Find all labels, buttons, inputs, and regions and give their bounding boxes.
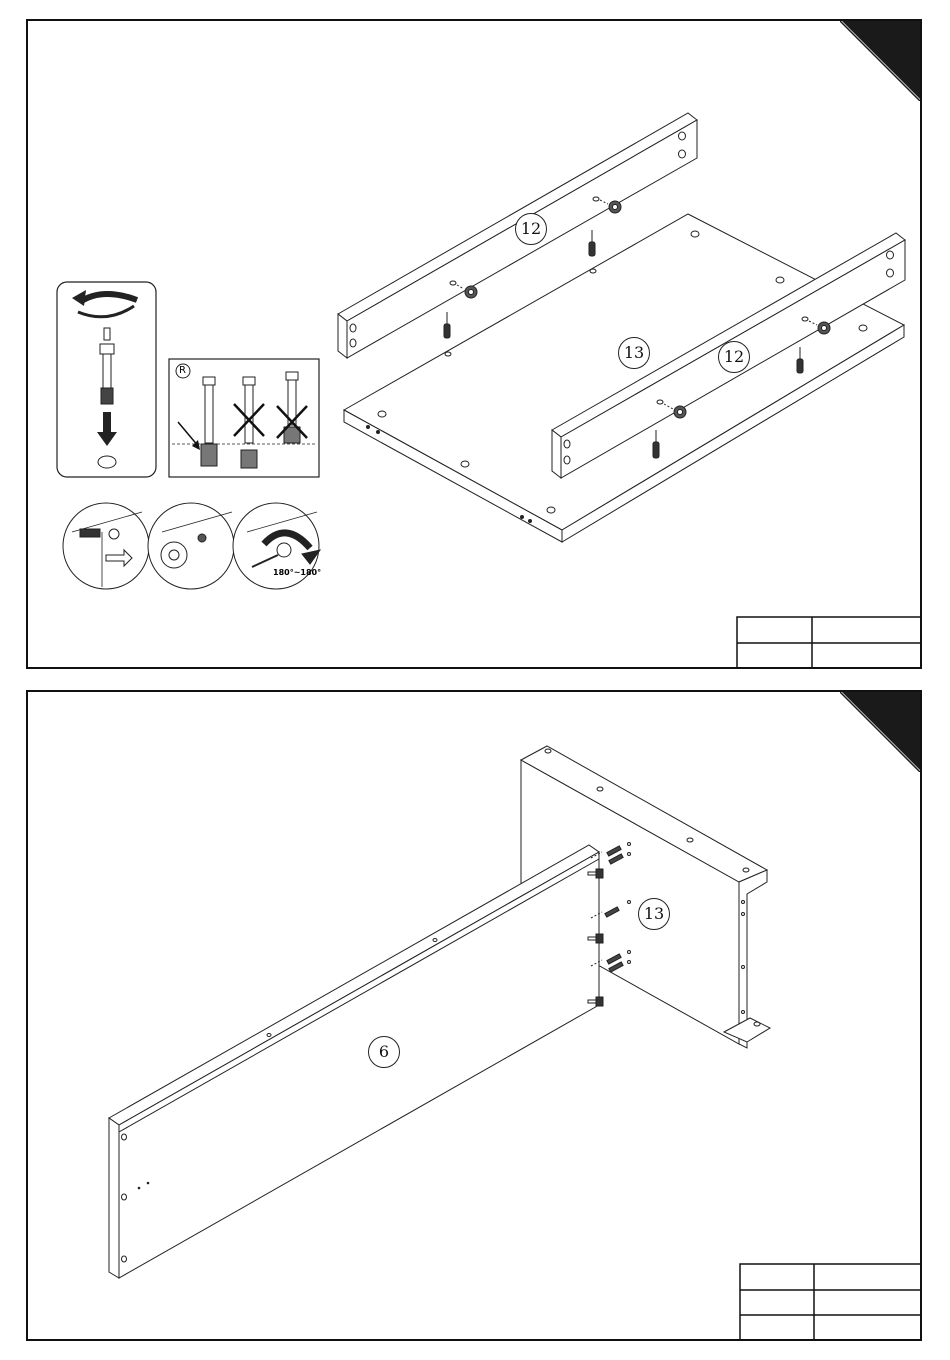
- assembly-step-2: 13 6: [26, 690, 922, 1341]
- depth-check-detail: [169, 359, 319, 477]
- part-label-12-front: 12: [718, 341, 750, 373]
- part-label-13: 13: [618, 337, 650, 369]
- part-label-13: 13: [638, 898, 670, 930]
- cam-bolt-detail: [57, 282, 156, 477]
- panel-6-drawing: [109, 845, 599, 1278]
- part-label-12-back: 12: [515, 213, 547, 245]
- step-2-info-box: [740, 1264, 922, 1341]
- rotation-note: 180°~180°: [273, 568, 321, 577]
- part-label-6: 6: [368, 1036, 400, 1068]
- assembly-step-1: 12 13 12 R 180°~180°: [26, 19, 922, 669]
- detail-mark-r: R: [179, 365, 186, 376]
- step-1-info-box: [737, 617, 922, 669]
